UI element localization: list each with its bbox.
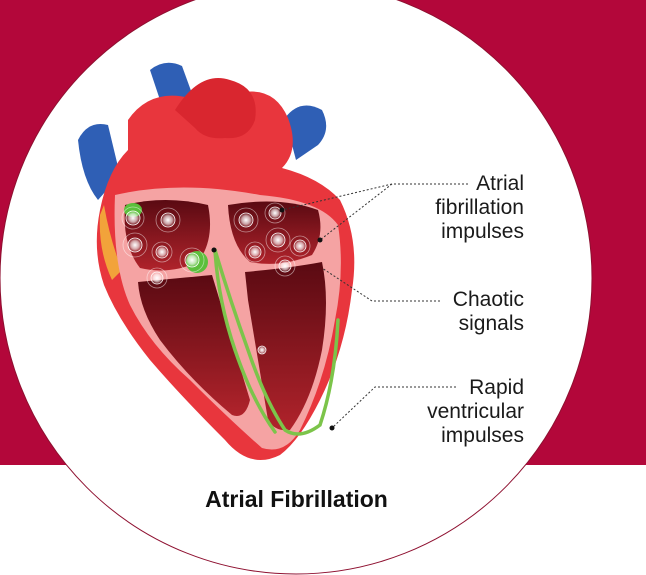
label-line: fibrillation: [388, 196, 524, 220]
chaotic-signals-label: Chaotic signals: [388, 288, 524, 336]
label-line: Chaotic: [388, 288, 524, 312]
rapid-ventricular-impulses-label: Rapid ventricular impulses: [388, 376, 524, 448]
atrial-fibrillation-impulses-label: Atrial fibrillation impulses: [388, 172, 524, 244]
label-line: signals: [388, 312, 524, 336]
label-line: ventricular: [388, 400, 524, 424]
label-line: impulses: [388, 220, 524, 244]
label-line: Atrial: [388, 172, 524, 196]
diagram-caption: Atrial Fibrillation: [0, 486, 593, 513]
label-line: Rapid: [388, 376, 524, 400]
label-line: impulses: [388, 424, 524, 448]
